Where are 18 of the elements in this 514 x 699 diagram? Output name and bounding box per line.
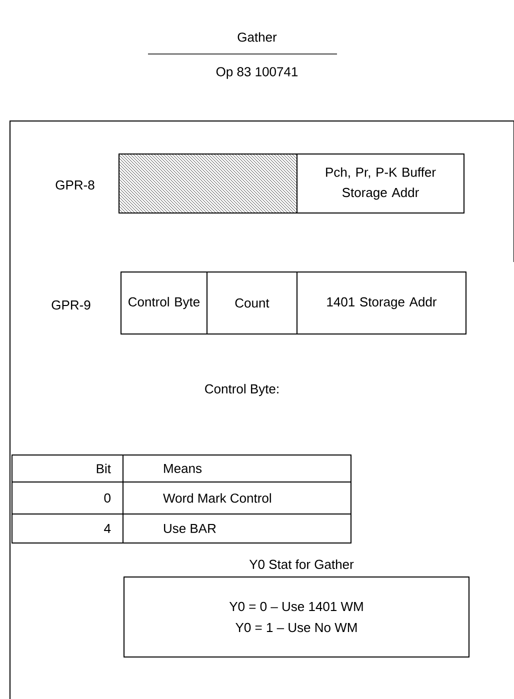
box-heading: Y0 Stat for Gather xyxy=(249,559,354,569)
table-cell: Bit xyxy=(12,454,124,482)
register-name: GPR-9 xyxy=(52,300,90,310)
subtitle: Op 83 100741 xyxy=(216,67,298,79)
status-box: Y0 = 0 – Use 1401 WM Y0 = 1 – Use No WM xyxy=(124,576,470,658)
table-cell: 0 xyxy=(12,482,124,514)
hatched-cell xyxy=(118,154,298,214)
heading: Control Byte: xyxy=(205,384,278,396)
table-cell: Use BAR xyxy=(122,514,352,544)
register-field: 1401 Storage Addr xyxy=(296,272,466,334)
register-field: Control Byte xyxy=(120,272,208,334)
title: Gather xyxy=(238,32,277,42)
table-cell: Means xyxy=(122,454,352,482)
table-cell: 4 xyxy=(12,514,124,544)
table-cell: Word Mark Control xyxy=(122,482,352,514)
register-field: Pch, Pr, P-K Buffer Storage Addr xyxy=(296,154,464,214)
register-field: Count xyxy=(206,272,298,334)
register-name: GPR-8 xyxy=(56,180,94,190)
